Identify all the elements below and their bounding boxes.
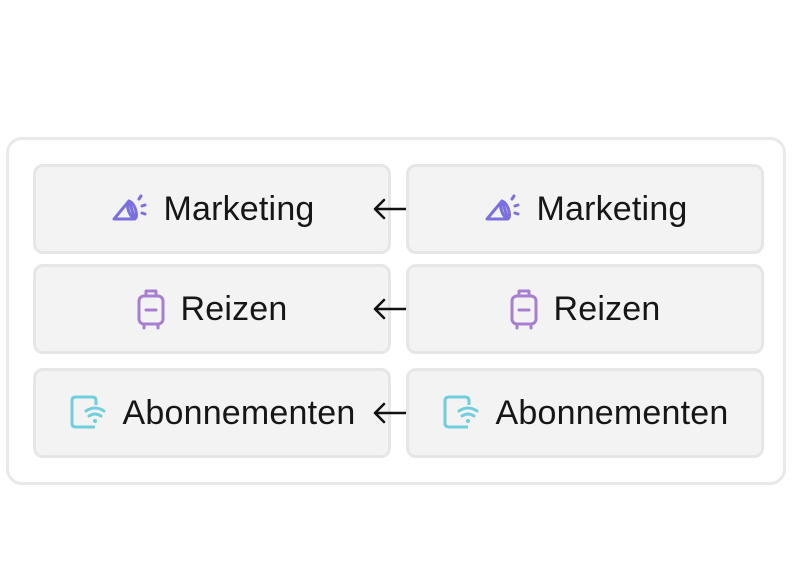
megaphone-icon <box>109 193 149 225</box>
category-label: Marketing <box>163 189 315 228</box>
subscription-wifi-icon <box>68 393 108 433</box>
category-label: Abonnementen <box>495 393 729 432</box>
source-category-reizen[interactable]: Reizen <box>33 264 391 354</box>
mapping-row-marketing: Marketing Marketing <box>9 164 783 254</box>
suitcase-icon <box>509 288 539 330</box>
mapping-row-reizen: Reizen Reizen <box>9 264 783 354</box>
target-category-reizen[interactable]: Reizen <box>406 264 764 354</box>
category-label: Marketing <box>536 189 688 228</box>
category-mapping-panel: Marketing Marketing <box>6 137 786 485</box>
subscription-wifi-icon <box>441 393 481 433</box>
category-label: Reizen <box>553 289 661 328</box>
source-category-abonnementen[interactable]: Abonnementen <box>33 368 391 458</box>
category-label: Abonnementen <box>122 393 356 432</box>
target-category-abonnementen[interactable]: Abonnementen <box>406 368 764 458</box>
source-category-marketing[interactable]: Marketing <box>33 164 391 254</box>
mapping-row-abonnementen: Abonnementen Abonnementen <box>9 368 783 458</box>
target-category-marketing[interactable]: Marketing <box>406 164 764 254</box>
megaphone-icon <box>482 193 522 225</box>
suitcase-icon <box>136 288 166 330</box>
category-label: Reizen <box>180 289 288 328</box>
